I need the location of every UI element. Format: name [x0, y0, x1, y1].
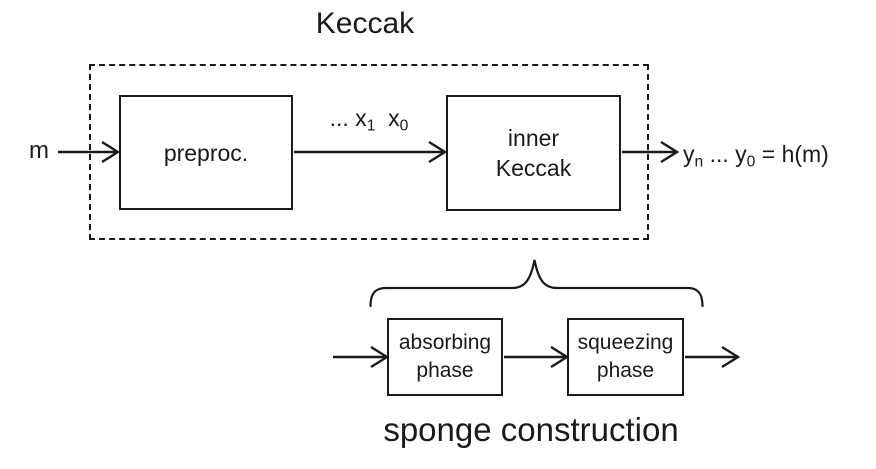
- sponge-input-arrow: [333, 347, 387, 367]
- input-label-m: m: [29, 137, 49, 164]
- inner-keccak-label-line2: Keccak: [495, 155, 572, 181]
- squeezing-label-line1: squeezing: [577, 331, 674, 354]
- absorbing-to-squeezing-arrow: [504, 347, 567, 367]
- absorbing-label-line2: phase: [416, 359, 474, 382]
- sponge-construction-caption: sponge construction: [383, 411, 679, 448]
- squeezing-label-line2: phase: [596, 359, 655, 382]
- diagram-title: Keccak: [315, 7, 415, 40]
- absorbing-label-line1: absorbing: [398, 331, 492, 354]
- brace: [371, 260, 703, 306]
- preproc-box: preproc.: [119, 95, 293, 210]
- inner-keccak-label-line1: inner: [507, 125, 560, 151]
- preproc-box-label: preproc.: [163, 139, 249, 166]
- sponge-output-arrow: [685, 347, 738, 367]
- squeezing-phase-box: squeezing phase: [567, 318, 684, 396]
- inner-keccak-box: inner Keccak: [446, 95, 621, 211]
- absorbing-phase-box: absorbing phase: [387, 318, 503, 396]
- output-label: yn ... y0 = h(m): [683, 141, 829, 171]
- stream-label: ... x1 x0: [329, 105, 409, 135]
